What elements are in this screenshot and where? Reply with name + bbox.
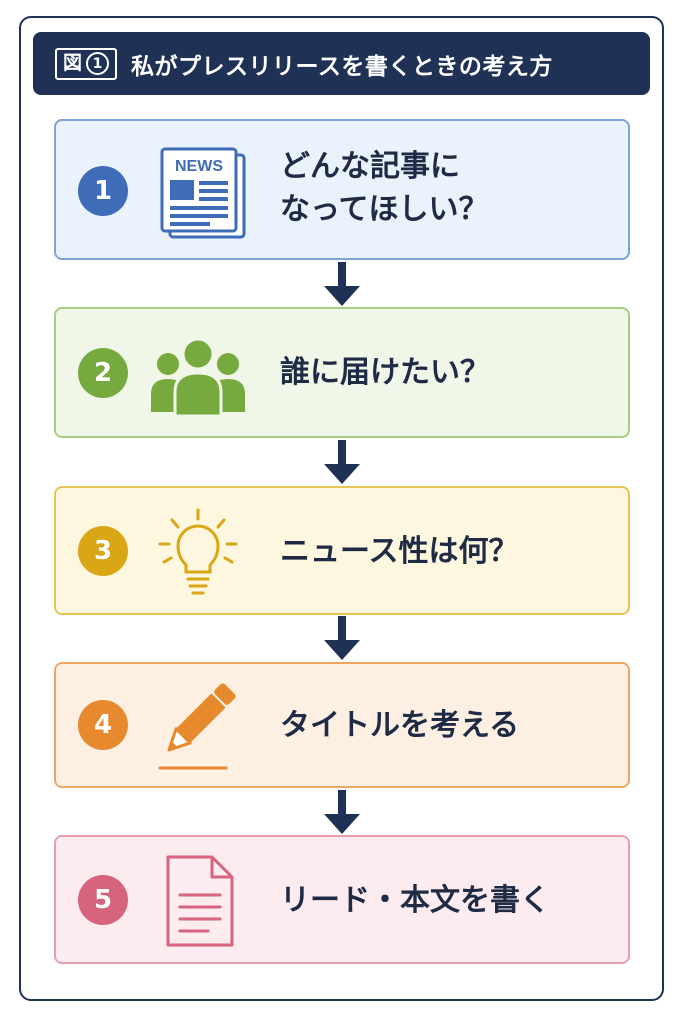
arrow-down-icon <box>324 262 360 306</box>
step-label: ニュース性は何？ <box>280 534 519 569</box>
step-number-badge: 4 <box>78 700 128 750</box>
step-2: 2 誰に届けたい？ <box>54 307 630 438</box>
arrow-down-icon <box>324 440 360 484</box>
diagram-title: 私がプレスリリースを書くときの考え方 <box>131 53 553 80</box>
step-1: 1 NEWS どんな記事に なってほしい？ <box>54 119 630 260</box>
figure-number: 1 <box>86 52 110 75</box>
figure-label: 図 <box>63 52 83 74</box>
step-label-line-1: どんな記事に <box>280 149 460 184</box>
step-3: 3 ニュース性は何？ <box>54 486 630 615</box>
arrow-down-icon <box>324 790 360 834</box>
document-icon <box>148 851 248 951</box>
lightbulb-icon <box>148 502 248 602</box>
step-5: 5 リード・本文を書く <box>54 835 630 964</box>
step-label: タイトルを考える <box>280 708 520 743</box>
news-icon-text: NEWS <box>175 158 223 175</box>
step-label: リード・本文を書く <box>280 883 550 918</box>
people-icon <box>148 324 248 424</box>
arrow-down-icon <box>324 616 360 660</box>
step-label: どんな記事に なってほしい？ <box>280 146 489 231</box>
step-number-badge: 5 <box>78 875 128 925</box>
step-4: 4 タイトルを考える <box>54 662 630 788</box>
step-label-line-2: なってほしい？ <box>280 191 489 227</box>
diagram-header: 図 1 私がプレスリリースを書くときの考え方 <box>33 32 650 95</box>
step-number-badge: 1 <box>78 166 128 216</box>
step-number-badge: 3 <box>78 526 128 576</box>
figure-tag: 図 1 <box>55 47 118 80</box>
step-label: 誰に届けたい？ <box>280 355 490 390</box>
newspaper-icon: NEWS <box>148 141 248 241</box>
pencil-icon <box>148 676 248 776</box>
step-number-badge: 2 <box>78 348 128 398</box>
